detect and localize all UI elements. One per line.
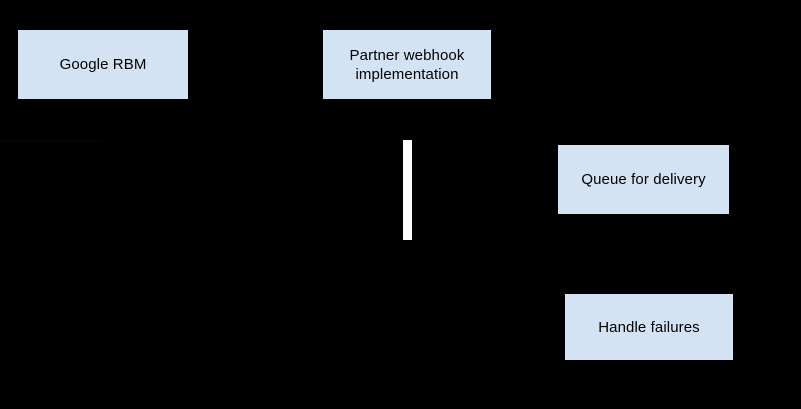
node-handle-failures-label: Handle failures — [598, 318, 700, 336]
node-partner-webhook-implementation-label: Partner webhook implementation — [349, 46, 465, 83]
node-handle-failures[interactable]: Handle failures — [565, 294, 733, 360]
node-partner-webhook-implementation[interactable]: Partner webhook implementation — [323, 30, 491, 99]
faint-rule-left — [0, 140, 103, 142]
node-queue-for-delivery[interactable]: Queue for delivery — [558, 145, 729, 214]
vertical-connector-line — [403, 140, 412, 240]
node-queue-for-delivery-label: Queue for delivery — [581, 171, 706, 188]
node-google-rbm[interactable]: Google RBM — [18, 30, 188, 99]
node-google-rbm-label: Google RBM — [59, 56, 147, 73]
